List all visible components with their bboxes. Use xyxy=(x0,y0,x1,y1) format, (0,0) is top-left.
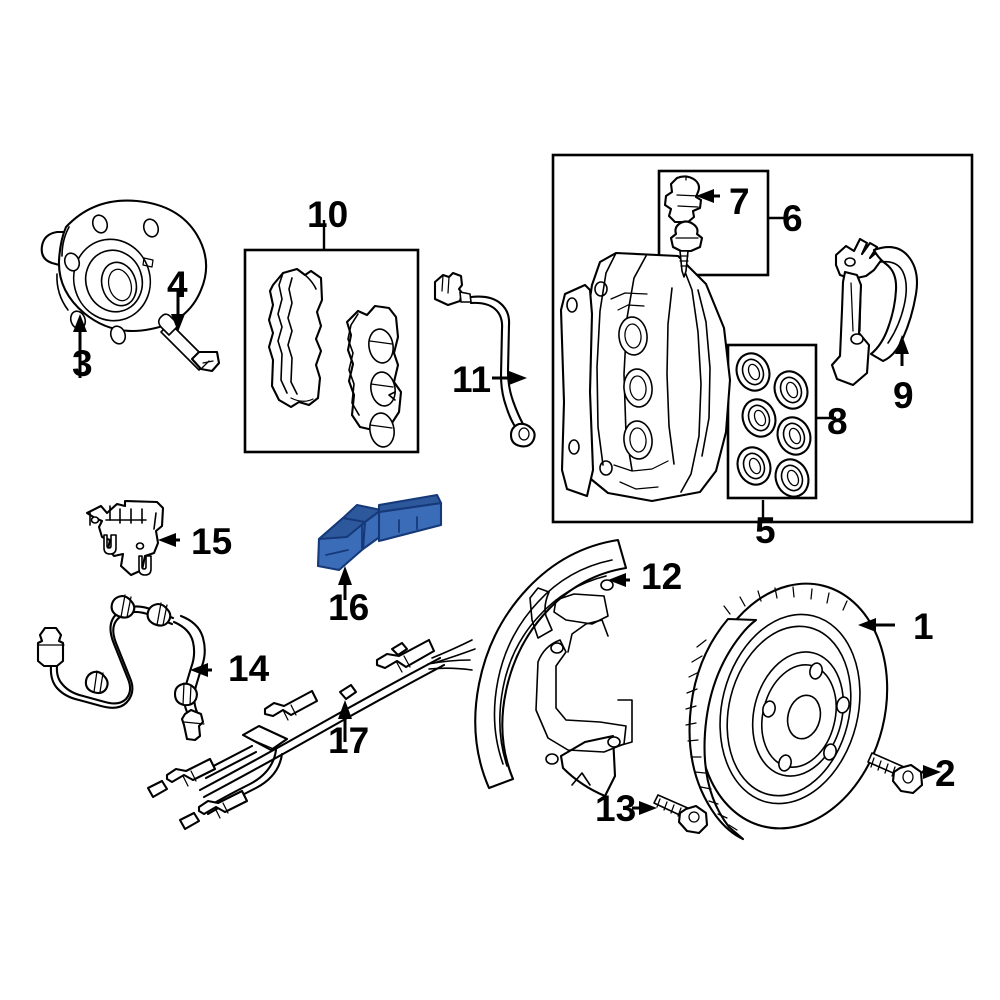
splash-shield-bolt xyxy=(653,794,709,835)
callout-number-9: 9 xyxy=(893,375,914,416)
callout-leader-3 xyxy=(73,314,87,378)
callout-number-10: 10 xyxy=(307,194,349,235)
wiring-harness-connector-highlighted xyxy=(316,493,443,572)
wiring-harness xyxy=(146,638,476,831)
callout-leader-4 xyxy=(171,288,185,332)
caliper-guide-bolt xyxy=(663,175,704,278)
callout-leader-7 xyxy=(696,189,720,203)
brake-caliper-body xyxy=(559,251,732,503)
callout-number-3: 3 xyxy=(72,343,93,384)
group-box-caliper xyxy=(551,153,974,524)
callout-leader-11 xyxy=(492,371,527,385)
callout-number-13: 13 xyxy=(595,788,637,829)
wheel-hub-assembly xyxy=(40,199,208,345)
callout-number-5: 5 xyxy=(755,510,776,551)
seal-ring xyxy=(741,398,777,438)
sensor-mounting-bracket xyxy=(85,499,165,577)
seal-ring xyxy=(773,370,809,410)
callout-leader-14 xyxy=(190,663,212,677)
callout-number-12: 12 xyxy=(641,556,683,597)
caliper-spring-clip xyxy=(830,237,919,387)
callout-number-14: 14 xyxy=(228,648,270,689)
callout-number-15: 15 xyxy=(191,521,233,562)
callout-leader-15 xyxy=(158,533,180,547)
callout-number-7: 7 xyxy=(729,181,750,222)
callout-leader-2 xyxy=(922,765,941,779)
caliper-piston-seal-kit xyxy=(735,352,812,498)
brake-rotor-disc xyxy=(685,582,889,841)
seal-ring xyxy=(776,416,812,456)
rotor-retaining-screw xyxy=(867,752,924,795)
callout-number-11: 11 xyxy=(452,359,492,400)
seal-ring xyxy=(735,352,771,392)
callout-leader-17 xyxy=(338,700,352,742)
callout-number-6: 6 xyxy=(782,198,803,239)
seal-ring xyxy=(736,446,772,486)
brake-pad-wear-sensor xyxy=(433,271,536,448)
callout-number-17: 17 xyxy=(328,720,370,761)
callout-leader-1 xyxy=(858,618,895,632)
seal-ring xyxy=(774,458,810,498)
callout-number-8: 8 xyxy=(827,401,848,442)
callout-number-1: 1 xyxy=(913,606,934,647)
callout-number-2: 2 xyxy=(935,753,956,794)
brake-pad-set xyxy=(267,267,403,448)
callout-number-4: 4 xyxy=(167,264,188,305)
callout-number-16: 16 xyxy=(328,587,370,628)
abs-wheel-speed-sensor xyxy=(36,594,206,742)
hub-mounting-bolt xyxy=(157,313,221,373)
callout-leader-9 xyxy=(895,335,909,366)
callout-leader-13 xyxy=(632,801,657,815)
callout-leader-12 xyxy=(608,573,630,587)
callout-leader-16 xyxy=(338,566,352,600)
group-box-seal-kit xyxy=(726,343,836,500)
group-box-brake-pads xyxy=(243,220,420,454)
group-box-bolt-kit xyxy=(657,169,790,277)
brake-dust-splash-shield xyxy=(474,538,633,798)
